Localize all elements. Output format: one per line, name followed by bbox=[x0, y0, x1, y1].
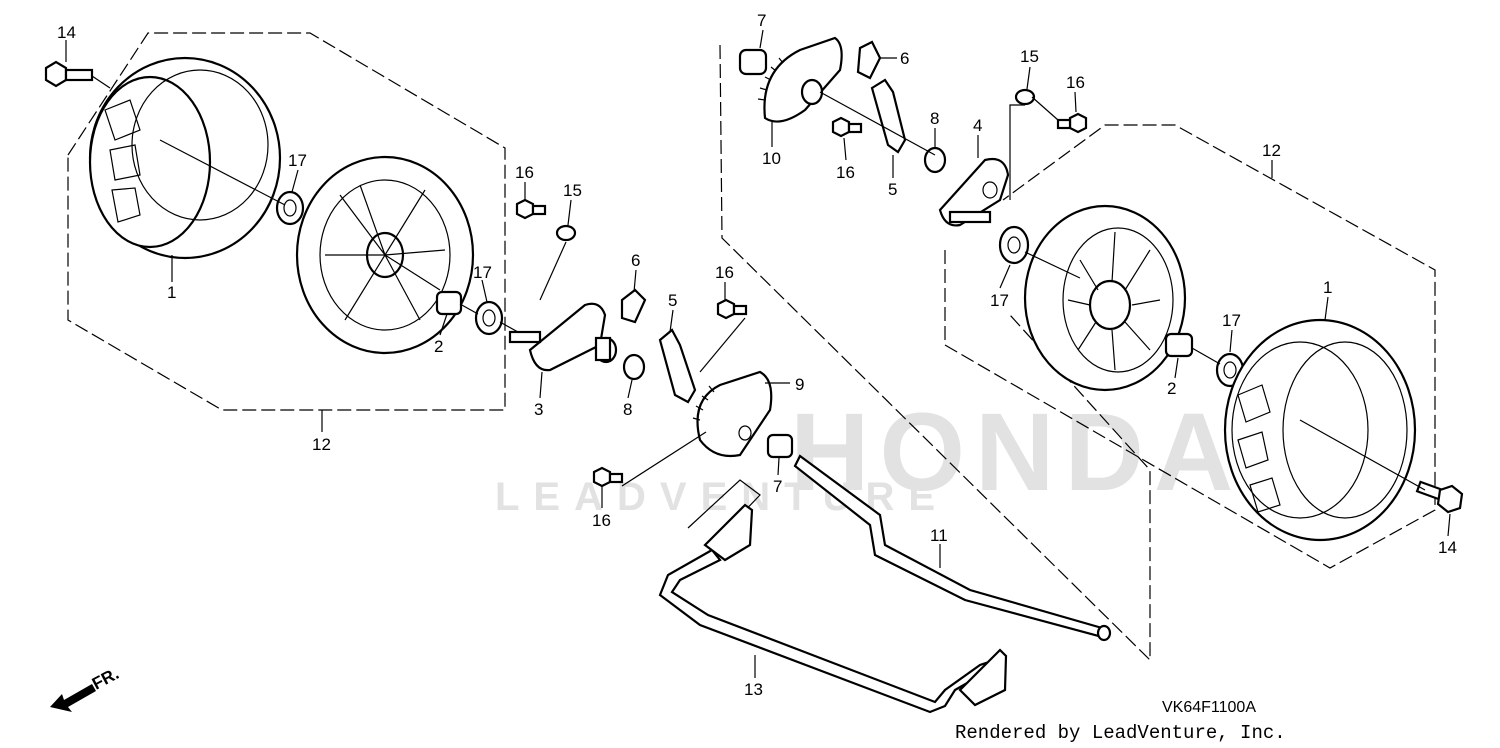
callout-label: 5 bbox=[668, 291, 677, 310]
left-lever-5 bbox=[658, 328, 697, 404]
right-plate-6 bbox=[856, 40, 882, 80]
watermark: HONDA LEADVENTURE bbox=[495, 391, 1243, 519]
diagram-code: VK64F1100A bbox=[1162, 699, 1256, 716]
right-bolt-16a bbox=[831, 116, 863, 138]
callout-label: 12 bbox=[1262, 141, 1281, 160]
left-bolt-16a bbox=[515, 198, 547, 220]
callout-label: 15 bbox=[1020, 47, 1039, 66]
right-lever-5 bbox=[870, 78, 907, 154]
rear-axle-11 bbox=[793, 454, 1112, 642]
left-bushing-8 bbox=[622, 353, 646, 381]
right-wheel-hub bbox=[1023, 204, 1187, 392]
left-tire bbox=[88, 56, 282, 260]
callout-label: 12 bbox=[312, 435, 331, 454]
callout-label: 14 bbox=[57, 23, 76, 42]
callout-labels: 14 1 17 17 2 12 16 15 6 5 16 3 8 9 7 16 … bbox=[57, 11, 1457, 699]
callout-label: 1 bbox=[167, 283, 176, 302]
callout-label: 6 bbox=[631, 251, 640, 270]
left-wheel-boundary bbox=[67, 32, 506, 411]
callout-label: 16 bbox=[515, 163, 534, 182]
right-axle-boundary bbox=[719, 44, 1151, 662]
left-collar-2 bbox=[435, 290, 463, 316]
right-bolt-16b bbox=[1056, 112, 1088, 134]
callout-label: 16 bbox=[1066, 73, 1085, 92]
right-collar-2 bbox=[1164, 332, 1194, 358]
right-plate-4 bbox=[938, 157, 1010, 227]
left-bolt-14 bbox=[44, 60, 94, 88]
callout-label: 10 bbox=[762, 149, 781, 168]
callout-label: 6 bbox=[900, 49, 909, 68]
watermark-brand: HONDA bbox=[790, 391, 1243, 514]
left-wheel-hub bbox=[295, 155, 475, 355]
left-plate-6 bbox=[620, 288, 647, 324]
callout-label: 8 bbox=[930, 109, 939, 128]
right-height-adjuster-group bbox=[719, 36, 1151, 662]
right-bolt-14 bbox=[1415, 480, 1464, 514]
callout-label: 2 bbox=[434, 337, 443, 356]
right-wheel-boundary bbox=[944, 124, 1436, 569]
callout-label: 4 bbox=[973, 116, 982, 135]
callout-label: 16 bbox=[592, 511, 611, 530]
callout-label: 8 bbox=[623, 400, 632, 419]
right-gear-10 bbox=[757, 36, 843, 123]
callout-label: 13 bbox=[744, 680, 763, 699]
front-direction-indicator: FR. bbox=[50, 664, 122, 712]
left-collar-7 bbox=[766, 433, 794, 459]
callout-label: 17 bbox=[1222, 311, 1241, 330]
left-height-adjuster-group bbox=[508, 198, 794, 546]
callout-label: 9 bbox=[795, 375, 804, 394]
callout-label: 7 bbox=[773, 477, 782, 496]
left-washer-15 bbox=[555, 224, 577, 242]
right-bearing-17a bbox=[998, 225, 1030, 265]
left-wheel-group bbox=[44, 32, 526, 411]
callout-label: 7 bbox=[757, 11, 766, 30]
callout-label: 17 bbox=[473, 263, 492, 282]
left-plate-3 bbox=[508, 302, 618, 372]
callout-label: 16 bbox=[715, 263, 734, 282]
left-bolt-16c bbox=[592, 466, 624, 488]
right-wheel-group bbox=[944, 124, 1464, 569]
callout-label: 15 bbox=[563, 181, 582, 200]
callout-label: 5 bbox=[888, 180, 897, 199]
height-bar-13 bbox=[658, 503, 1008, 714]
callout-label: 1 bbox=[1323, 278, 1332, 297]
callout-label: 3 bbox=[534, 400, 543, 419]
callout-label: 11 bbox=[930, 526, 948, 545]
callout-label: 14 bbox=[1438, 538, 1457, 557]
credit-text: Rendered by LeadVenture, Inc. bbox=[955, 722, 1286, 744]
front-arrow-icon bbox=[50, 684, 96, 712]
callout-label: 17 bbox=[990, 291, 1009, 310]
left-bearing-17b bbox=[474, 300, 504, 336]
left-bolt-16b bbox=[716, 298, 748, 320]
callout-label: 2 bbox=[1167, 379, 1176, 398]
left-bearing-17a bbox=[275, 190, 305, 226]
callout-label: 16 bbox=[836, 163, 855, 182]
right-washer-15 bbox=[1014, 88, 1036, 106]
right-tire bbox=[1223, 318, 1417, 542]
left-gear-9 bbox=[692, 370, 773, 458]
leader-lines bbox=[65, 29, 1451, 678]
right-collar-7 bbox=[738, 48, 768, 76]
callout-label: 17 bbox=[288, 151, 307, 170]
